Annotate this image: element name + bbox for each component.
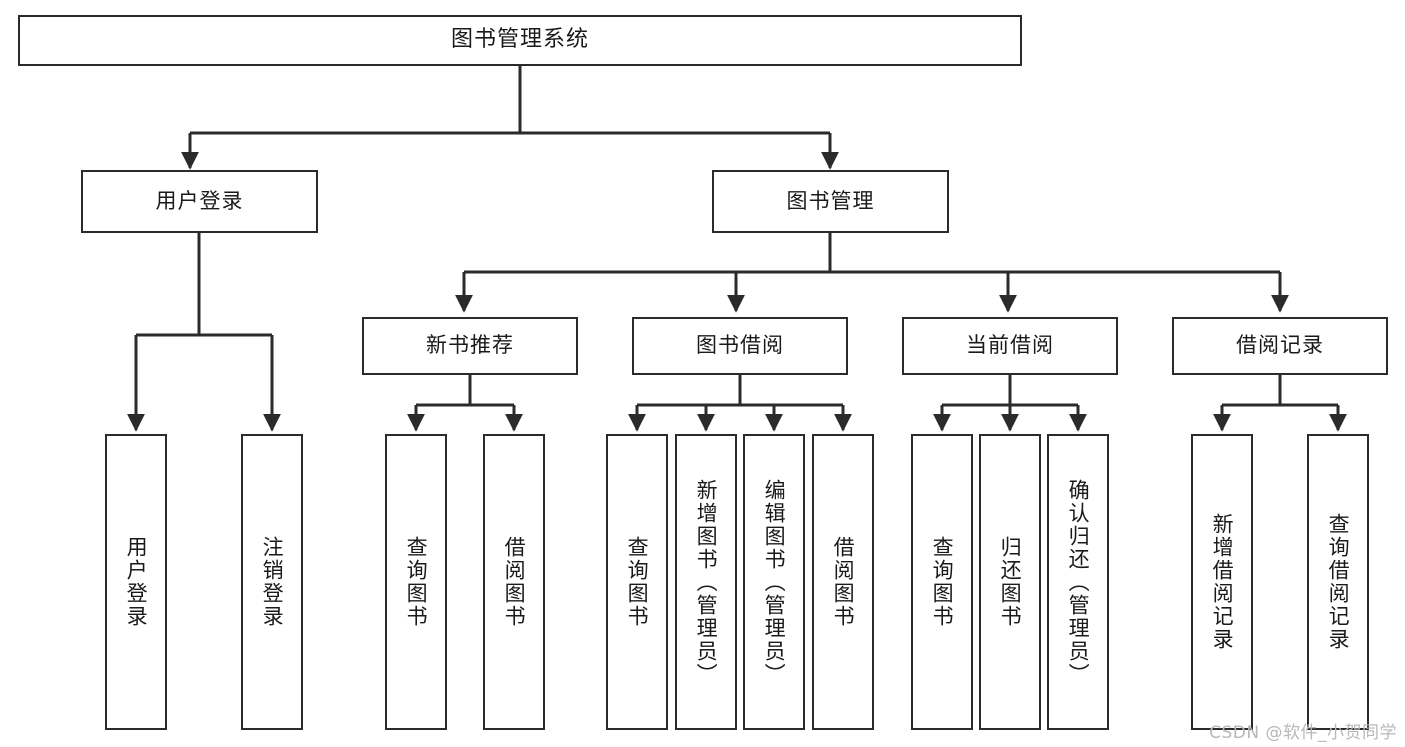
node-leaf-user-logout[interactable]: 注销登录 bbox=[241, 434, 303, 730]
node-label: 编辑图书（管理员） bbox=[762, 478, 787, 686]
node-leaf-user-login[interactable]: 用户登录 bbox=[105, 434, 167, 730]
node-label: 借阅记录 bbox=[1236, 333, 1324, 358]
node-label: 新书推荐 bbox=[426, 333, 514, 358]
node-label: 查询图书 bbox=[625, 536, 650, 628]
node-book-borrow[interactable]: 图书借阅 bbox=[632, 317, 848, 375]
node-root-book-management-system[interactable]: 图书管理系统 bbox=[18, 15, 1022, 66]
node-label: 借阅图书 bbox=[831, 536, 856, 628]
node-leaf-borrow-book-1[interactable]: 借阅图书 bbox=[483, 434, 545, 730]
node-leaf-query-record[interactable]: 查询借阅记录 bbox=[1307, 434, 1369, 730]
node-leaf-add-book[interactable]: 新增图书（管理员） bbox=[675, 434, 737, 730]
node-label: 确认归还（管理员） bbox=[1066, 478, 1091, 686]
node-label: 查询借阅记录 bbox=[1326, 513, 1351, 651]
node-leaf-confirm-return[interactable]: 确认归还（管理员） bbox=[1047, 434, 1109, 730]
csdn-watermark: CSDN @软件_小贺同学 bbox=[1209, 723, 1397, 743]
node-leaf-return-book[interactable]: 归还图书 bbox=[979, 434, 1041, 730]
node-label: 当前借阅 bbox=[966, 333, 1054, 358]
node-label: 图书管理系统 bbox=[450, 27, 589, 53]
node-label: 借阅图书 bbox=[502, 536, 527, 628]
node-current-borrow[interactable]: 当前借阅 bbox=[902, 317, 1118, 375]
node-borrow-record[interactable]: 借阅记录 bbox=[1172, 317, 1388, 375]
node-leaf-edit-book[interactable]: 编辑图书（管理员） bbox=[743, 434, 805, 730]
node-label: 用户登录 bbox=[124, 536, 149, 628]
node-label: 新增借阅记录 bbox=[1210, 513, 1235, 651]
node-new-book-recommend[interactable]: 新书推荐 bbox=[362, 317, 578, 375]
node-label: 用户登录 bbox=[155, 188, 244, 213]
node-user-login[interactable]: 用户登录 bbox=[81, 170, 318, 233]
node-book-manage[interactable]: 图书管理 bbox=[712, 170, 949, 233]
node-label: 注销登录 bbox=[260, 536, 285, 628]
node-leaf-add-record[interactable]: 新增借阅记录 bbox=[1191, 434, 1253, 730]
node-leaf-query-book-3[interactable]: 查询图书 bbox=[911, 434, 973, 730]
node-label: 新增图书（管理员） bbox=[694, 478, 719, 686]
node-label: 图书管理 bbox=[786, 188, 875, 213]
node-label: 查询图书 bbox=[404, 536, 429, 628]
node-leaf-query-book-2[interactable]: 查询图书 bbox=[606, 434, 668, 730]
node-leaf-query-book-1[interactable]: 查询图书 bbox=[385, 434, 447, 730]
node-label: 归还图书 bbox=[998, 536, 1023, 628]
node-label: 图书借阅 bbox=[696, 333, 784, 358]
node-label: 查询图书 bbox=[930, 536, 955, 628]
node-leaf-borrow-book-2[interactable]: 借阅图书 bbox=[812, 434, 874, 730]
